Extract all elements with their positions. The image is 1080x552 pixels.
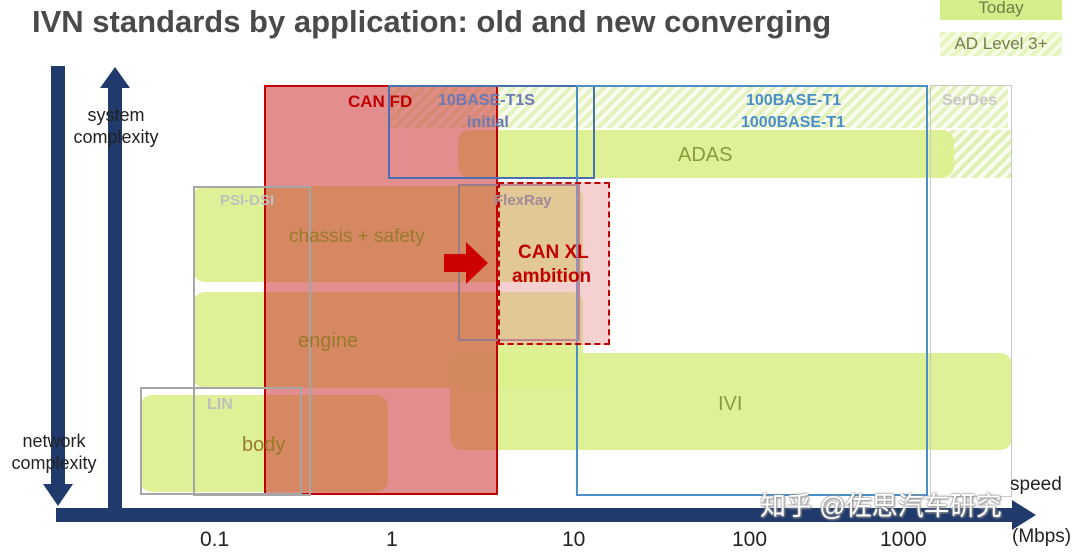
label-adas: ADAS [678, 144, 733, 166]
x-tick-100: 100 [732, 528, 768, 551]
label-1000base-t1: 1000BASE-T1 [741, 114, 846, 131]
label-can-xl-ambition: ambition [512, 266, 592, 287]
label-10base-t1s-initial: initial [467, 114, 509, 131]
label-chassis-safety: chassis + safety [289, 226, 425, 247]
y-down-label-line2: complexity [11, 453, 97, 473]
network-complexity-axis [51, 66, 65, 486]
label-lin: LIN [207, 396, 233, 413]
y-up-label-line1: system [87, 105, 145, 125]
speed-axis [56, 508, 1016, 522]
box-can-xl [498, 182, 610, 345]
y-up-label: system complexity [68, 104, 164, 148]
system-complexity-axis [108, 88, 122, 508]
watermark: 知乎 @佐思汽车研究 [760, 491, 1002, 521]
legend-today: Today [940, 0, 1062, 20]
box-serdes [930, 85, 1012, 497]
y-up-label-line2: complexity [73, 127, 159, 147]
label-engine: engine [298, 330, 359, 352]
x-tick-10: 10 [562, 528, 586, 551]
label-body: body [242, 434, 286, 456]
legend-ad-level: AD Level 3+ [940, 32, 1062, 56]
box-psi-dsi [193, 186, 311, 496]
label-psi-dsi: PSI-DSI [220, 192, 275, 209]
band-ivi [450, 353, 1012, 450]
right-axis-arrow-icon [1012, 500, 1036, 530]
x-axis-label-speed: speed [1010, 474, 1062, 495]
box-10base-t1s [388, 85, 595, 179]
box-lin [140, 387, 302, 495]
box-100-1000base-t1 [576, 85, 928, 496]
x-tick-0-1: 0.1 [200, 528, 230, 551]
page-title: IVN standards by application: old and ne… [32, 4, 832, 39]
label-flexray: FlexRay [494, 192, 552, 209]
y-down-label: network complexity [4, 430, 104, 474]
band-adas [458, 130, 954, 178]
label-ivi: IVI [718, 393, 743, 415]
x-tick-1000: 1000 [880, 528, 927, 551]
up-arrow-icon [100, 67, 130, 88]
label-can-fd: CAN FD [348, 92, 413, 111]
right-arrow-icon [444, 242, 488, 284]
x-axis-label-unit: (Mbps) [1012, 526, 1072, 547]
label-can-xl: CAN XL [518, 242, 589, 263]
down-arrow-icon [43, 484, 73, 506]
y-down-label-line1: network [22, 431, 86, 451]
label-serdes: SerDes [942, 92, 998, 109]
label-10base-t1s: 10BASE-T1S [438, 92, 535, 109]
x-tick-1: 1 [386, 528, 398, 551]
label-100base-t1: 100BASE-T1 [746, 92, 842, 109]
